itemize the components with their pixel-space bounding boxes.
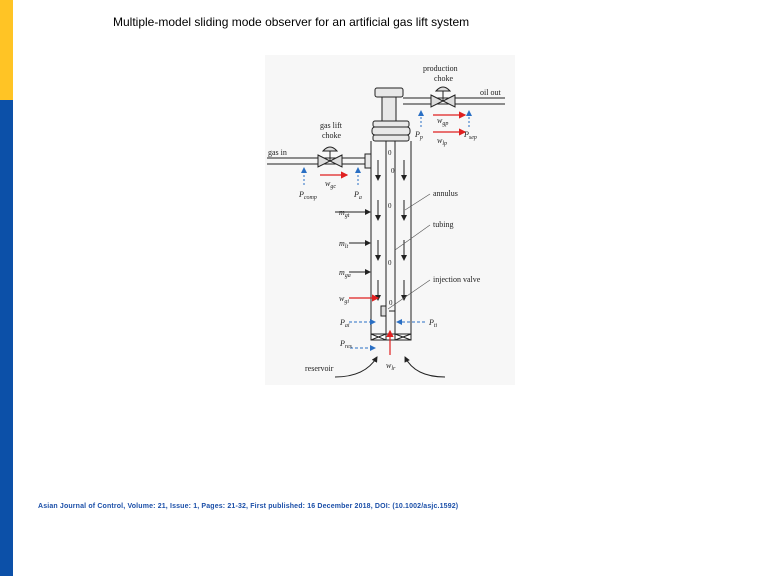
w-lr-symbol: wlr [386, 361, 396, 372]
gas-lift-diagram: production choke oil out wgp wlp Pp Psep… [265, 55, 515, 385]
slide-title: Multiple-model sliding mode observer for… [113, 15, 470, 29]
production-choke-label-2: choke [434, 74, 454, 83]
p-comp-symbol: Pcomp [298, 190, 317, 201]
p-p-symbol: Pp [414, 130, 423, 141]
p-res-symbol: Pres [339, 339, 353, 350]
m-ga-symbol: mga [339, 268, 351, 279]
svg-text:0: 0 [388, 259, 392, 267]
gas-lift-choke-label-2: choke [322, 131, 342, 140]
oil-out-label: oil out [480, 88, 501, 97]
tubing-label: tubing [433, 220, 453, 229]
accent-side-bar [0, 0, 13, 576]
svg-text:0: 0 [391, 167, 395, 175]
gas-lift-choke-valve [317, 146, 343, 168]
flow-markers: 0 0 0 0 0 [388, 149, 395, 307]
p-ai-symbol: Pai [339, 318, 350, 329]
w-lp-symbol: wlp [437, 136, 447, 147]
citation-text: Asian Journal of Control, Volume: 21, Is… [38, 503, 459, 510]
p-a-symbol: Pa [353, 190, 362, 201]
p-ti-symbol: Pti [428, 318, 438, 329]
svg-text:0: 0 [388, 202, 392, 210]
w-gp-symbol: wgp [437, 116, 448, 127]
production-choke-label-1: production [423, 64, 458, 73]
gas-in-label: gas in [268, 148, 287, 157]
m-lt-symbol: mlt [339, 239, 348, 250]
svg-text:0: 0 [388, 149, 392, 157]
accent-yellow-block [0, 0, 13, 100]
w-gi-symbol: wgi [339, 294, 349, 305]
wellhead [371, 87, 411, 142]
p-sep-symbol: Psep [463, 130, 477, 141]
injection-valve-label: injection valve [433, 275, 481, 284]
callout-lines [387, 193, 431, 310]
reservoir-label: reservoir [305, 364, 334, 373]
production-choke-valve [430, 86, 456, 108]
gas-lift-schematic: production choke oil out wgp wlp Pp Psep… [267, 64, 505, 378]
annulus-flow-arrows [375, 160, 407, 301]
m-gt-symbol: mgt [339, 208, 350, 219]
w-gc-symbol: wgc [325, 179, 336, 190]
gas-lift-line [267, 153, 372, 169]
injection-valve-body [380, 305, 387, 317]
annulus-label: annulus [433, 189, 458, 198]
accent-blue-block [0, 100, 13, 576]
gas-lift-choke-label-1: gas lift [320, 121, 343, 130]
reservoir-inflow [334, 356, 446, 378]
svg-text:0: 0 [389, 299, 393, 307]
